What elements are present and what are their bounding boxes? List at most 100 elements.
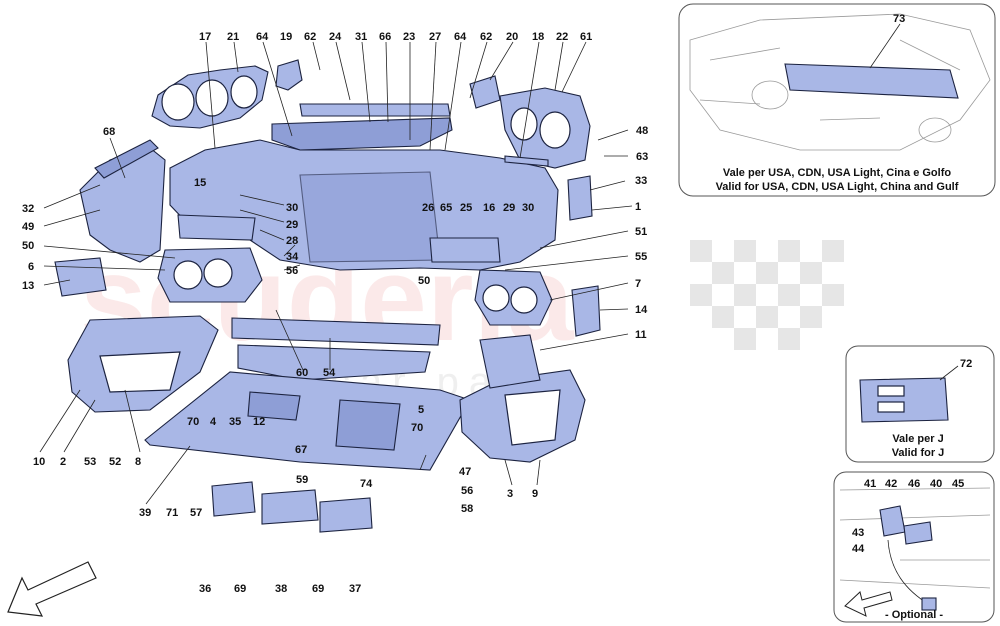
right-light-hole-1 <box>510 107 538 141</box>
callout-58: 58 <box>461 503 473 515</box>
left-trim-68 <box>94 139 159 179</box>
callout-50b: 50 <box>418 275 430 287</box>
callout-67: 67 <box>295 444 307 456</box>
inset-usa-caption-it: Vale per USA, CDN, USA Light, Cina e Gol… <box>723 167 951 179</box>
optional-ref-41: 41 <box>864 478 876 490</box>
callout-54: 54 <box>323 367 336 379</box>
right-exhaust-hole-1 <box>482 284 510 312</box>
cover-37 <box>319 497 373 533</box>
callout-31: 31 <box>355 31 367 43</box>
leader-lines <box>39 41 633 505</box>
callout-14: 14 <box>635 304 648 316</box>
callout-11: 11 <box>635 329 647 341</box>
callout-56a: 56 <box>286 265 298 277</box>
callout-36: 36 <box>199 583 211 595</box>
callout-30b: 30 <box>522 202 534 214</box>
left-light-hole-1 <box>161 83 195 121</box>
callout-21: 21 <box>227 31 239 43</box>
callout-52: 52 <box>109 456 121 468</box>
callout-28: 28 <box>286 235 298 247</box>
left-exhaust-hole-1 <box>173 260 203 290</box>
inset-usa-part-73 <box>784 63 959 99</box>
callout-62a: 62 <box>304 31 316 43</box>
callout-5: 5 <box>418 404 424 416</box>
callout-13: 13 <box>22 280 34 292</box>
inset-j: 72 Vale per J Valid for J <box>845 345 995 463</box>
callout-10: 10 <box>33 456 45 468</box>
panel-inner-recess <box>299 171 441 263</box>
callout-4: 4 <box>210 416 217 428</box>
upper-strip-24 <box>299 103 451 117</box>
callout-56b: 56 <box>461 485 473 497</box>
inset-optional-connector <box>921 597 937 611</box>
callout-7: 7 <box>635 278 641 290</box>
callout-34: 34 <box>286 251 299 263</box>
lower-strip <box>231 317 441 346</box>
callout-33: 33 <box>635 175 647 187</box>
callout-38: 38 <box>275 583 287 595</box>
callout-2: 2 <box>60 456 66 468</box>
callout-30a: 30 <box>286 202 298 214</box>
callout-25: 25 <box>460 202 472 214</box>
left-bracket-6 <box>54 257 107 297</box>
left-exhaust-hole-2 <box>203 258 233 288</box>
callout-71: 71 <box>166 507 178 519</box>
inset-usa-ref: 73 <box>893 13 905 25</box>
inset-optional: 41 42 46 40 45 43 44 - Optional - <box>833 471 995 623</box>
bracket-15 <box>177 214 256 241</box>
inset-usa: 73 Vale per USA, CDN, USA Light, Cina e … <box>678 3 996 197</box>
bracket-19 <box>275 59 303 91</box>
inset-optional-bracket <box>903 521 933 545</box>
bracket-14 <box>571 285 601 337</box>
right-lower-frame-hole <box>504 389 561 446</box>
callout-8: 8 <box>135 456 141 468</box>
callout-69b: 69 <box>312 583 324 595</box>
callout-9: 9 <box>532 488 538 500</box>
bracket-20 <box>469 75 501 109</box>
inset-j-ref: 72 <box>960 358 972 370</box>
inset-usa-caption-en: Valid for USA, CDN, USA Light, China and… <box>716 181 959 193</box>
callout-15: 15 <box>194 177 206 189</box>
left-light-hole-3 <box>230 75 258 109</box>
callout-27: 27 <box>429 31 441 43</box>
callout-16: 16 <box>483 202 495 214</box>
callout-64a: 64 <box>256 31 269 43</box>
inset-optional-caption: - Optional - <box>885 609 943 621</box>
strip-18 <box>504 155 549 167</box>
inset-j-plate-72 <box>859 377 949 423</box>
callout-39: 39 <box>139 507 151 519</box>
callout-23: 23 <box>403 31 415 43</box>
callout-59: 59 <box>296 474 308 486</box>
callout-70b: 70 <box>411 422 423 434</box>
callout-74: 74 <box>360 478 373 490</box>
optional-ref-45: 45 <box>952 478 964 490</box>
diffuser-fin-2 <box>335 399 401 451</box>
callout-18: 18 <box>532 31 544 43</box>
callout-1: 1 <box>635 201 641 213</box>
inset-optional-sensor <box>879 505 906 537</box>
callout-20: 20 <box>506 31 518 43</box>
callout-69a: 69 <box>234 583 246 595</box>
upper-rail <box>271 117 453 151</box>
callout-55: 55 <box>635 251 647 263</box>
inset-j-caption-it: Vale per J <box>892 433 943 445</box>
checker-flag-watermark <box>690 240 844 350</box>
direction-arrow <box>7 561 97 617</box>
callout-63: 63 <box>636 151 648 163</box>
right-side-bracket-33 <box>567 175 593 221</box>
callout-60: 60 <box>296 367 308 379</box>
callout-51: 51 <box>635 226 647 238</box>
callout-29b: 29 <box>503 202 515 214</box>
callout-48: 48 <box>636 125 648 137</box>
callout-12: 12 <box>253 416 265 428</box>
callout-37: 37 <box>349 583 361 595</box>
optional-ref-43: 43 <box>852 527 864 539</box>
callout-64b: 64 <box>454 31 467 43</box>
callout-24: 24 <box>329 31 342 43</box>
callout-66: 66 <box>379 31 391 43</box>
right-exhaust-hole-2 <box>510 286 538 314</box>
right-light-hole-2 <box>539 111 571 149</box>
bracket-16 <box>429 237 501 263</box>
optional-ref-44: 44 <box>852 543 865 555</box>
